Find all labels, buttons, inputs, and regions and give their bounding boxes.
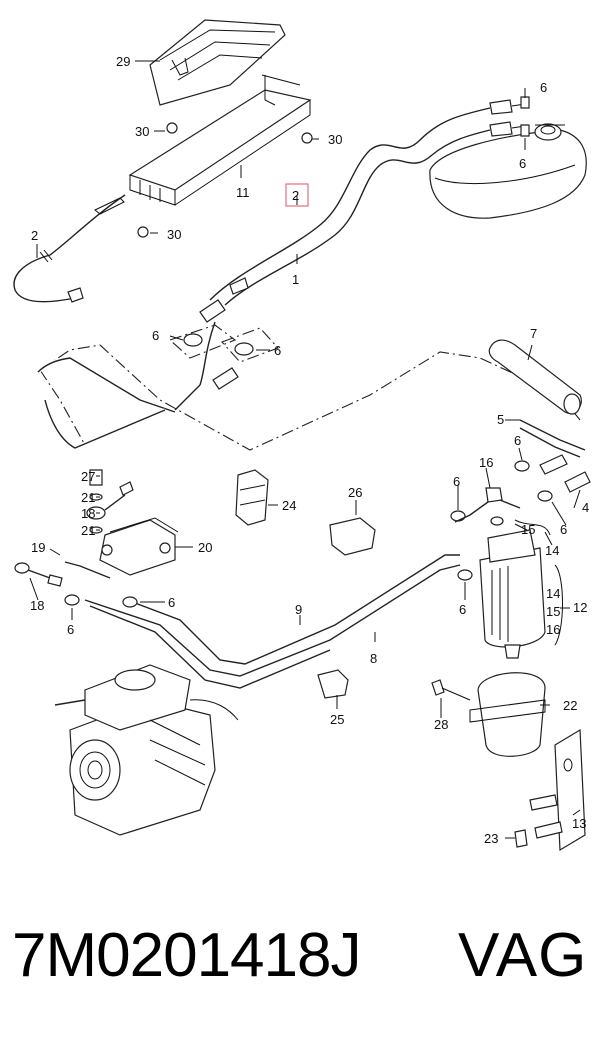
callout-14: 14: [546, 586, 560, 601]
callout-11: 11: [236, 185, 250, 200]
callout-16: 16: [479, 455, 493, 470]
callout-30: 30: [167, 227, 181, 242]
fuel-system-exploded-diagram: 29 30 30 11 30 2 2 1 6 6 6 6 7 5 6 4 16 …: [13, 19, 591, 852]
callout-20: 20: [198, 540, 212, 555]
callout-6: 6: [274, 343, 281, 358]
callout-12: 12: [573, 600, 587, 615]
clamps-top: [520, 96, 530, 137]
callout-15: 15: [521, 522, 535, 537]
main-fuel-lines: [84, 553, 461, 689]
canister-bracket: [128, 19, 313, 238]
callout-6: 6: [67, 622, 74, 637]
callout-5: 5: [497, 412, 504, 427]
insulation-sleeve: [488, 339, 582, 415]
callout-8: 8: [370, 651, 377, 666]
callout-2: 2: [31, 228, 38, 243]
brand-name: VAG: [458, 921, 588, 990]
callout-6: 6: [514, 433, 521, 448]
callout-6: 6: [540, 80, 547, 95]
callout-6: 6: [152, 328, 159, 343]
callout-18: 18: [30, 598, 44, 613]
callout-6: 6: [459, 602, 466, 617]
callout-16: 16: [546, 622, 560, 637]
callout-26: 26: [348, 485, 362, 500]
bolt-28: [431, 679, 471, 701]
underbody-outline: [36, 344, 581, 451]
callout-25: 25: [330, 712, 344, 727]
callout-6: 6: [453, 474, 460, 489]
callout-19: 19: [31, 540, 45, 555]
callout-13: 13: [572, 816, 586, 831]
callout-21: 21: [81, 523, 95, 538]
callout-29: 29: [116, 54, 130, 69]
valve-body: [99, 517, 179, 576]
callout-30: 30: [135, 124, 149, 139]
filter-fittings: [454, 487, 551, 536]
clamps-right: [450, 460, 553, 581]
leader-lines: [29, 60, 581, 839]
clips-set: [235, 469, 376, 699]
callout-23: 23: [484, 831, 498, 846]
upper-fuel-lines: [174, 99, 526, 411]
callout-2-highlighted: 2: [292, 188, 299, 203]
callout-7: 7: [530, 326, 537, 341]
injection-pump: [54, 664, 239, 836]
callout-14: 14: [545, 543, 559, 558]
callout-1: 1: [292, 272, 299, 287]
callout-24: 24: [282, 498, 296, 513]
fuel-filter: [479, 529, 563, 659]
callout-6: 6: [168, 595, 175, 610]
left-fittings: [14, 561, 138, 608]
callout-9: 9: [295, 602, 302, 617]
callout-4: 4: [582, 500, 589, 515]
callout-21: 21: [81, 490, 95, 505]
part-number: 7M0201418J: [12, 921, 361, 990]
callout-22: 22: [563, 698, 577, 713]
fuel-tank: [429, 123, 587, 219]
callout-15: 15: [546, 604, 560, 619]
callout-18: 18: [81, 506, 95, 521]
callout-30: 30: [328, 132, 342, 147]
callout-28: 28: [434, 717, 448, 732]
sensor-wire: [13, 194, 126, 303]
callout-27: 27: [81, 469, 95, 484]
callout-6: 6: [519, 156, 526, 171]
callout-labels: 29 30 30 11 30 2 2 1 6 6 6 6 7 5 6 4 16 …: [30, 54, 589, 846]
highlighted-callout-box: [285, 183, 309, 207]
filter-bracket: [469, 672, 586, 852]
clamps-middle: [168, 324, 279, 390]
right-return-lines: [519, 419, 591, 493]
callout-6: 6: [560, 522, 567, 537]
footer: 7M0201418J VAG: [0, 920, 600, 1020]
